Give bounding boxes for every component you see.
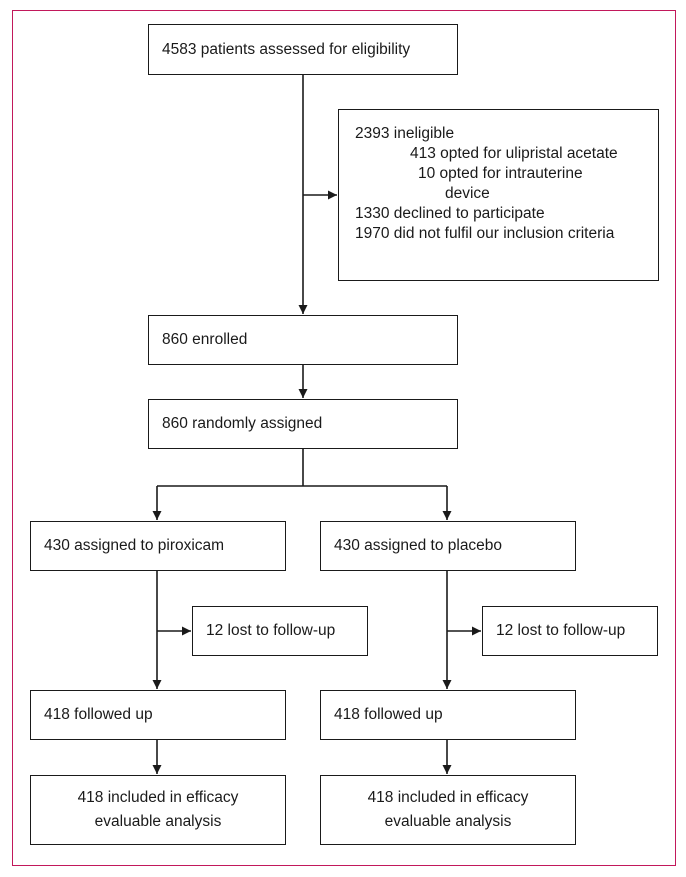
node-ineligible: 2393 ineligible 413 opted for ulipristal… bbox=[338, 109, 659, 281]
node-placebo-analysis-line2: evaluable analysis bbox=[384, 813, 512, 830]
ineligible-iud-line2: device bbox=[445, 185, 490, 202]
node-randomised: 860 randomly assigned bbox=[148, 399, 458, 449]
node-piroxicam-followed-label: 418 followed up bbox=[44, 706, 153, 723]
node-assessed-label: 4583 patients assessed for eligibility bbox=[162, 40, 411, 58]
node-piroxicam-assigned-label: 430 assigned to piroxicam bbox=[44, 537, 225, 554]
node-piroxicam-analysis: 418 included in efficacy evaluable analy… bbox=[30, 775, 286, 845]
node-enrolled-label: 860 enrolled bbox=[162, 331, 248, 348]
node-piroxicam-followed: 418 followed up bbox=[30, 690, 286, 740]
node-placebo-lost: 12 lost to follow-up bbox=[482, 606, 658, 656]
node-placebo-assigned-label: 430 assigned to placebo bbox=[334, 537, 503, 554]
node-placebo-followed-label: 418 followed up bbox=[334, 706, 443, 723]
node-piroxicam-analysis-line2: evaluable analysis bbox=[94, 813, 222, 830]
node-piroxicam-lost-label: 12 lost to follow-up bbox=[206, 622, 336, 639]
ineligible-criteria: 1970 did not fulfil our inclusion criter… bbox=[355, 225, 615, 242]
node-placebo-analysis: 418 included in efficacy evaluable analy… bbox=[320, 775, 576, 845]
node-placebo-lost-label: 12 lost to follow-up bbox=[496, 622, 626, 639]
node-piroxicam-assigned: 430 assigned to piroxicam bbox=[30, 521, 286, 571]
ineligible-total: 2393 ineligible bbox=[355, 125, 455, 142]
node-assessed: 4583 patients assessed for eligibility bbox=[148, 24, 458, 75]
figure-frame bbox=[12, 10, 676, 866]
node-randomised-label: 860 randomly assigned bbox=[162, 415, 323, 432]
node-piroxicam-lost: 12 lost to follow-up bbox=[192, 606, 368, 656]
node-placebo-analysis-line1: 418 included in efficacy bbox=[367, 789, 529, 806]
ineligible-declined: 1330 declined to participate bbox=[355, 205, 545, 222]
ineligible-ulipristal: 413 opted for ulipristal acetate bbox=[410, 145, 618, 162]
node-placebo-followed: 418 followed up bbox=[320, 690, 576, 740]
ineligible-iud-line1: 10 opted for intrauterine bbox=[418, 165, 583, 182]
node-piroxicam-analysis-line1: 418 included in efficacy bbox=[77, 789, 239, 806]
node-enrolled: 860 enrolled bbox=[148, 315, 458, 365]
node-placebo-assigned: 430 assigned to placebo bbox=[320, 521, 576, 571]
